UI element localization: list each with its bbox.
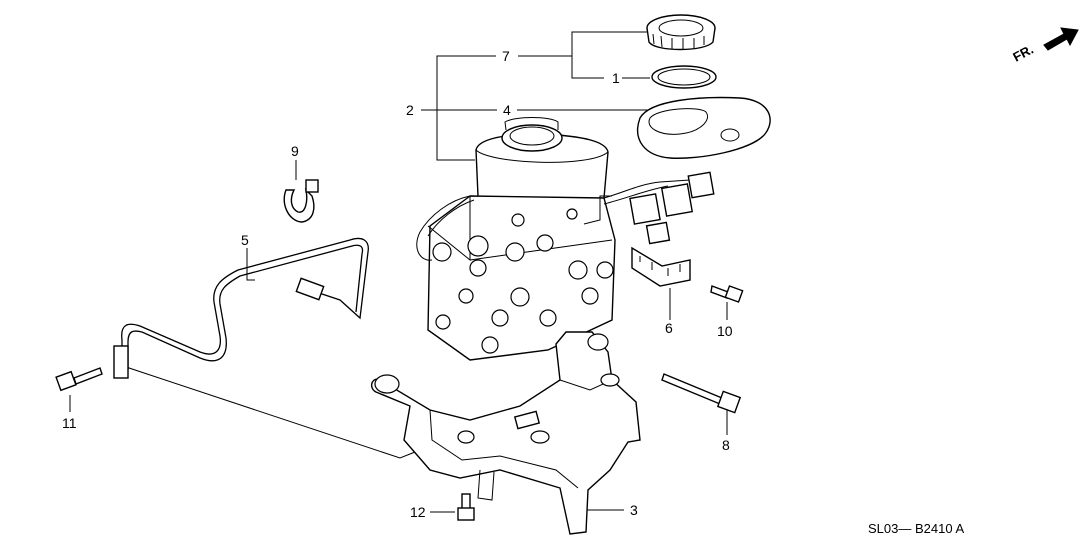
front-direction-indicator: FR.	[1010, 27, 1079, 65]
callout-labels: 1 2 3 4 5 6 7 8 9 10 11 12	[62, 48, 733, 520]
abs-modulator-unit	[416, 117, 691, 361]
callout-11: 11	[62, 415, 77, 431]
diagram-code: SL03— B2410 A	[868, 521, 964, 536]
pipe-clip	[283, 179, 319, 223]
bolt-11	[55, 367, 103, 392]
bolt-10	[710, 285, 744, 303]
fr-label: FR.	[1010, 42, 1036, 65]
connector-bracket	[629, 171, 715, 287]
callout-2: 2	[406, 102, 414, 118]
leader-lines	[69, 31, 728, 513]
cap-seal	[651, 65, 717, 89]
callout-4: 4	[503, 102, 511, 118]
callout-8: 8	[722, 437, 730, 453]
callout-6: 6	[665, 320, 673, 336]
bolt-8	[661, 373, 742, 414]
callout-3: 3	[630, 502, 638, 518]
mounting-bracket	[370, 331, 641, 535]
callout-7: 7	[502, 48, 510, 64]
callout-5: 5	[241, 232, 249, 248]
reservoir-gasket	[636, 96, 771, 159]
bolt-12	[457, 493, 475, 521]
brake-pipe	[113, 237, 369, 379]
callout-9: 9	[291, 143, 299, 159]
reservoir-cap	[646, 14, 716, 51]
arrow-icon	[1043, 27, 1079, 51]
callout-1: 1	[612, 70, 620, 86]
callout-10: 10	[717, 323, 733, 339]
callout-12: 12	[410, 504, 426, 520]
